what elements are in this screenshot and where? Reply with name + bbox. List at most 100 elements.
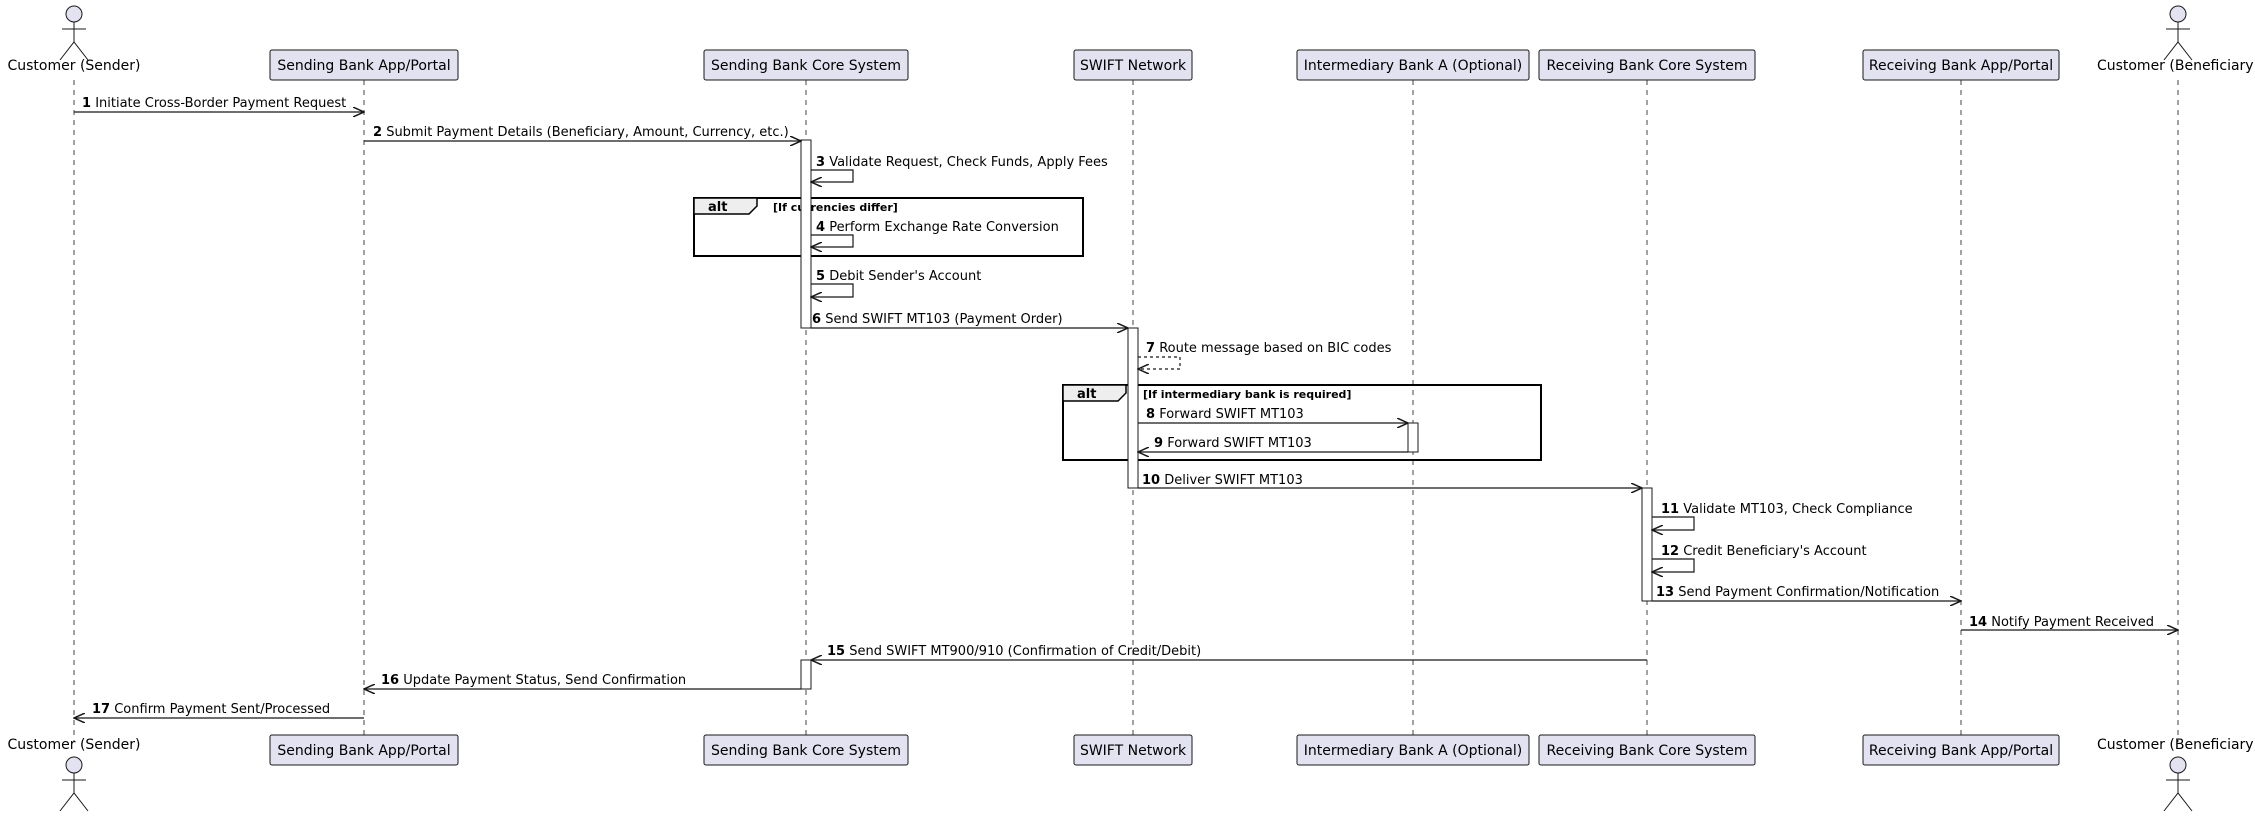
message-6: 6 Send SWIFT MT103 (Payment Order) [811, 312, 1128, 328]
lifelines [73, 80, 2179, 742]
svg-text:6 Send SWIFT MT103 (Payment Or: 6 Send SWIFT MT103 (Payment Order) [812, 312, 1063, 327]
participant-label: Sending Bank Core System [711, 58, 901, 74]
svg-text:12 Credit Beneficiary's Accoun: 12 Credit Beneficiary's Account [1661, 544, 1867, 559]
message-15: 15 Send SWIFT MT900/910 (Confirmation of… [811, 644, 1647, 660]
participant-label: Sending Bank Core System [711, 743, 901, 759]
message-label: Forward SWIFT MT103 [1167, 436, 1312, 451]
message-7: 7 Route message based on BIC codes [1138, 341, 1392, 369]
message-9: 9 Forward SWIFT MT103 [1138, 436, 1408, 452]
message-5: 5 Debit Sender's Account [811, 269, 981, 297]
message-label: Route message based on BIC codes [1159, 341, 1391, 356]
message-number: 12 [1661, 544, 1679, 559]
participant-swift: SWIFT Network [1073, 49, 1193, 81]
svg-text:13 Send Payment Confirmation/N: 13 Send Payment Confirmation/Notificatio… [1656, 585, 1939, 600]
participant-label: Customer (Sender) [7, 737, 140, 753]
message-label: Notify Payment Received [1991, 615, 2154, 630]
actor-icon [59, 5, 89, 61]
participant-receiving-core: Receiving Bank Core System [1538, 49, 1756, 81]
message-2: 2 Submit Payment Details (Beneficiary, A… [364, 125, 801, 141]
message-number: 16 [381, 673, 399, 688]
participant-label: Receiving Bank App/Portal [1869, 58, 2053, 74]
fragment-operator: alt [1077, 387, 1096, 402]
message-12: 12 Credit Beneficiary's Account [1652, 544, 1867, 572]
message-label: Validate MT103, Check Compliance [1683, 502, 1912, 517]
svg-text:11 Validate MT103, Check Compl: 11 Validate MT103, Check Compliance [1661, 502, 1913, 517]
svg-text:15 Send SWIFT MT900/910 (Confi: 15 Send SWIFT MT900/910 (Confirmation of… [827, 644, 1201, 659]
participant-sending-app: Sending Bank App/Portal [269, 49, 459, 81]
participant-label: Receiving Bank App/Portal [1869, 743, 2053, 759]
participant-swift: SWIFT Network [1073, 734, 1193, 766]
message-label: Debit Sender's Account [829, 269, 981, 284]
fragment-guard: [If currencies differ] [773, 201, 898, 214]
svg-text:17 Confirm Payment Sent/Proces: 17 Confirm Payment Sent/Processed [92, 702, 330, 717]
activation-bar [1407, 422, 1419, 453]
participant-label: Intermediary Bank A (Optional) [1304, 58, 1522, 74]
participant-sending-app: Sending Bank App/Portal [269, 734, 459, 766]
participant-label: Customer (Sender) [7, 58, 140, 74]
message-label: Credit Beneficiary's Account [1683, 544, 1866, 559]
svg-text:5 Debit Sender's Account: 5 Debit Sender's Account [816, 269, 981, 284]
message-label: Send Payment Confirmation/Notification [1678, 585, 1939, 600]
message-11: 11 Validate MT103, Check Compliance [1652, 502, 1913, 530]
message-number: 6 [812, 312, 821, 327]
message-number: 1 [82, 96, 91, 111]
participant-label: Sending Bank App/Portal [277, 58, 450, 74]
message-number: 5 [816, 269, 825, 284]
message-10: 10 Deliver SWIFT MT103 [1138, 473, 1642, 488]
participant-label: Intermediary Bank A (Optional) [1304, 743, 1522, 759]
message-3: 3 Validate Request, Check Funds, Apply F… [811, 155, 1108, 182]
participant-label: Customer (Beneficiary) [2097, 58, 2255, 74]
activation-bar [1641, 487, 1653, 602]
message-label: Forward SWIFT MT103 [1159, 407, 1304, 422]
participant-receiving-core: Receiving Bank Core System [1538, 734, 1756, 766]
participants-top: Customer (Sender) Sending Bank App/Porta… [7, 5, 2255, 81]
fragment-guard: [If intermediary bank is required] [1143, 388, 1351, 401]
actor-icon [2163, 756, 2193, 812]
participant-label: SWIFT Network [1080, 58, 1187, 74]
message-label: Update Payment Status, Send Confirmation [403, 673, 686, 688]
messages: 1 Initiate Cross-Border Payment Request … [74, 96, 2178, 718]
svg-text:3 Validate Request, Check Fund: 3 Validate Request, Check Funds, Apply F… [816, 155, 1108, 170]
message-17: 17 Confirm Payment Sent/Processed [74, 702, 364, 718]
message-4: 4 Perform Exchange Rate Conversion [811, 220, 1059, 247]
svg-text:14 Notify Payment Received: 14 Notify Payment Received [1969, 615, 2154, 630]
message-number: 3 [816, 155, 825, 170]
message-label: Send SWIFT MT900/910 (Confirmation of Cr… [849, 644, 1201, 659]
message-number: 4 [816, 220, 825, 235]
activation-bar [800, 139, 812, 329]
actor-customer-beneficiary: Customer (Beneficiary) [2097, 737, 2255, 812]
participant-sending-core: Sending Bank Core System [703, 734, 909, 766]
message-label: Validate Request, Check Funds, Apply Fee… [829, 155, 1108, 170]
svg-text:8 Forward SWIFT MT103: 8 Forward SWIFT MT103 [1146, 407, 1304, 422]
participant-receiving-app: Receiving Bank App/Portal [1862, 49, 2060, 81]
participants-bottom: Customer (Sender) Sending Bank App/Porta… [7, 734, 2255, 812]
message-13: 13 Send Payment Confirmation/Notificatio… [1652, 585, 1961, 601]
participant-label: Sending Bank App/Portal [277, 743, 450, 759]
message-label: Submit Payment Details (Beneficiary, Amo… [386, 125, 789, 140]
svg-text:7 Route message based on BIC c: 7 Route message based on BIC codes [1146, 341, 1392, 356]
message-16: 16 Update Payment Status, Send Confirmat… [364, 673, 801, 689]
message-number: 17 [92, 702, 110, 717]
message-label: Deliver SWIFT MT103 [1164, 473, 1303, 488]
activations [800, 139, 1653, 690]
message-number: 2 [373, 125, 382, 140]
message-label: Confirm Payment Sent/Processed [114, 702, 330, 717]
participant-intermediary: Intermediary Bank A (Optional) [1296, 734, 1530, 766]
participant-label: Receiving Bank Core System [1547, 58, 1748, 74]
message-number: 13 [1656, 585, 1674, 600]
actor-icon [2163, 5, 2193, 61]
participant-receiving-app: Receiving Bank App/Portal [1862, 734, 2060, 766]
message-label: Initiate Cross-Border Payment Request [95, 96, 346, 111]
participant-label: Customer (Beneficiary) [2097, 737, 2255, 753]
message-number: 8 [1146, 407, 1155, 422]
participant-label: SWIFT Network [1080, 743, 1187, 759]
actor-customer-beneficiary: Customer (Beneficiary) [2097, 5, 2255, 74]
message-14: 14 Notify Payment Received [1961, 615, 2178, 630]
actor-icon [59, 756, 89, 812]
alt-fragment-intermediary: alt [If intermediary bank is required] [1062, 384, 1542, 461]
message-number: 10 [1142, 473, 1160, 488]
svg-text:4 Perform Exchange Rate Conver: 4 Perform Exchange Rate Conversion [816, 220, 1059, 235]
message-number: 11 [1661, 502, 1679, 517]
message-number: 15 [827, 644, 845, 659]
